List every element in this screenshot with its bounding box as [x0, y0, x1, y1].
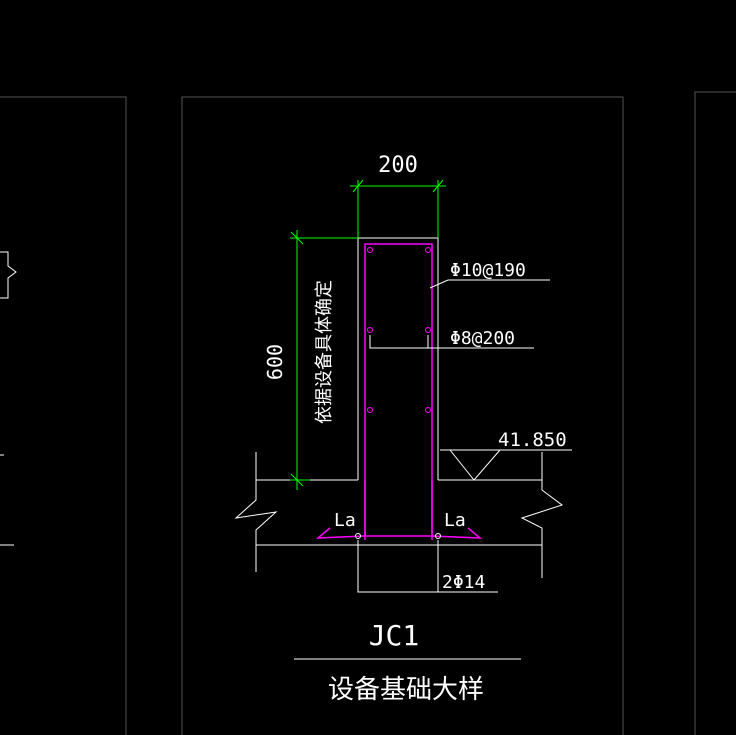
anchor-left-label: La — [334, 510, 356, 531]
bottom-bar-dot — [355, 533, 361, 539]
dimension-lines — [290, 179, 446, 490]
elevation-marker — [440, 449, 572, 481]
right-break-line — [520, 452, 564, 578]
rebar-cage — [315, 243, 483, 540]
rebar-dot — [367, 247, 373, 253]
left-break-symbol — [0, 251, 17, 299]
width-tick-right — [432, 179, 444, 193]
height-tick-bottom — [290, 473, 304, 487]
rebar-dot — [425, 407, 431, 413]
rebar-dot — [367, 327, 373, 333]
width-tick-left — [352, 179, 364, 193]
left-anchor-bar — [315, 527, 366, 539]
right-frame — [694, 91, 736, 735]
center-frame — [181, 96, 624, 735]
height-note-label: 依据设备具体确定 — [314, 280, 335, 424]
anchor-right-label: La — [444, 510, 466, 531]
bottom-bar-leader — [357, 540, 498, 593]
rebar-dot — [425, 247, 431, 253]
elevation-label: 41.850 — [498, 429, 567, 451]
pedestal-outline — [357, 237, 439, 480]
distribution-leader — [369, 335, 534, 349]
elevation-triangle — [449, 449, 501, 481]
bottom-bar-label: 2Φ14 — [442, 572, 485, 593]
rebar-dots — [367, 247, 431, 413]
drawing-code: JC1 — [369, 619, 420, 652]
bottom-bar-dots — [355, 533, 441, 539]
distribution-bar-label: Φ8@200 — [450, 328, 515, 349]
stirrup — [364, 243, 433, 537]
drawing-title: 设备基础大样 — [328, 675, 484, 705]
right-anchor-bar — [431, 527, 483, 539]
slab-outline — [234, 237, 564, 578]
height-dimension-label: 600 — [263, 344, 287, 380]
left-break-line — [234, 452, 278, 572]
rebar-dot — [425, 327, 431, 333]
sheet-frames — [0, 91, 736, 735]
bottom-bar-dot — [435, 533, 441, 539]
height-tick-top — [290, 231, 304, 245]
stirrup-label: Φ10@190 — [450, 260, 526, 281]
rebar-leaders — [357, 279, 550, 593]
rebar-dot — [367, 407, 373, 413]
width-dimension-label: 200 — [378, 153, 418, 178]
stirrup-leader — [429, 279, 550, 289]
left-frame — [0, 96, 127, 735]
left-sheet-fragment — [0, 251, 17, 546]
